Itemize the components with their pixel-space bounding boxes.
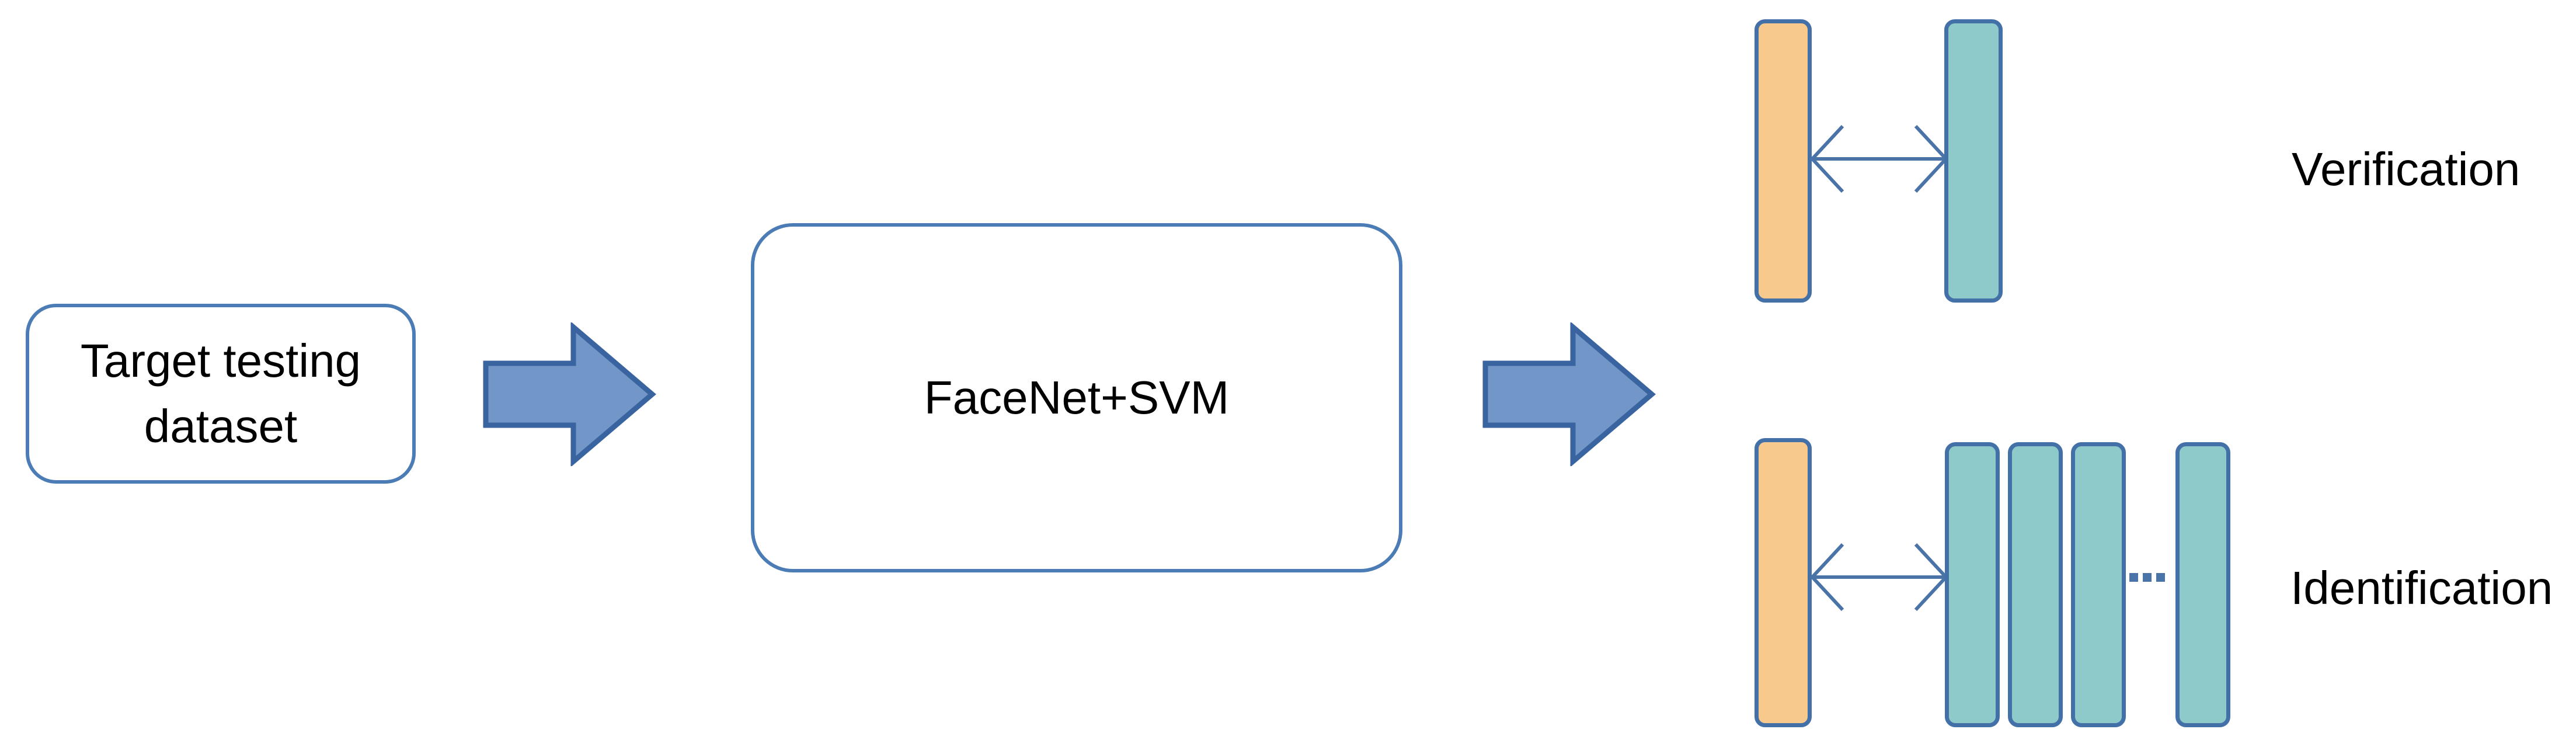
- model-node: FaceNet+SVM: [751, 223, 1402, 572]
- identification-gallery-embedding-bar: [2071, 442, 2126, 727]
- identification-gallery-embedding-bar: [1945, 442, 2000, 727]
- verification-gallery-embedding-bar: [1944, 19, 2003, 303]
- identification-gallery-embedding-bar: [2008, 442, 2063, 727]
- verification-probe-embedding-bar: [1755, 19, 1812, 303]
- model-label: FaceNet+SVM: [924, 372, 1230, 423]
- identification-gallery-embedding-bar: [2175, 442, 2230, 727]
- target-dataset-node: Target testing dataset: [26, 304, 416, 484]
- verification-label: Verification: [2292, 143, 2521, 195]
- flow-arrow-right-icon: [1482, 322, 1656, 466]
- target-dataset-label: Target testing dataset: [80, 335, 361, 452]
- verification-distance-arrow-icon: [1809, 124, 1949, 193]
- ellipsis-icon: [2129, 573, 2165, 582]
- identification-probe-embedding-bar: [1755, 438, 1812, 727]
- identification-label: Identification: [2290, 562, 2553, 614]
- flow-arrow-right-icon: [483, 322, 656, 466]
- identification-distance-arrow-icon: [1809, 543, 1949, 612]
